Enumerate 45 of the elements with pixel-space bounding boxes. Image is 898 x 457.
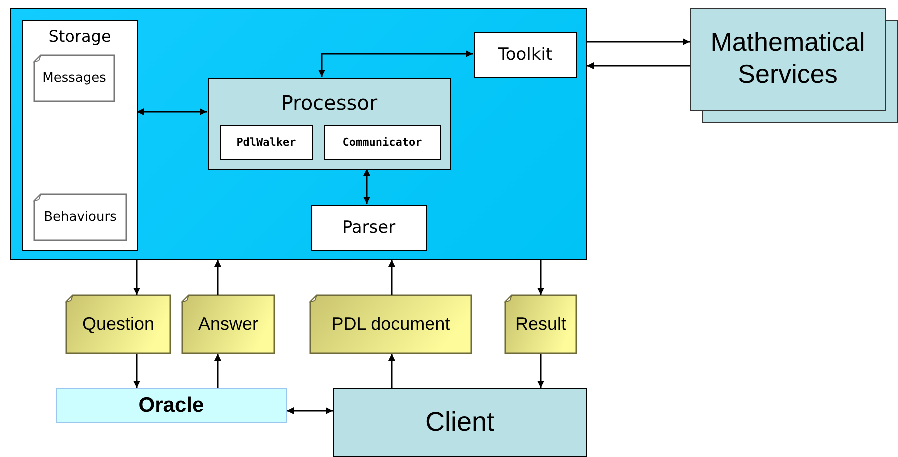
node-label: Client [425, 407, 495, 438]
node-label: Mathematical Services [710, 27, 866, 90]
service-box [690, 8, 898, 123]
arrow [364, 169, 370, 204]
node-label: Toolkit [498, 45, 553, 65]
document-note [182, 295, 275, 354]
arrow [134, 354, 140, 388]
storage-box [22, 20, 138, 251]
node-label: PdlWalker [236, 136, 296, 149]
arrow [287, 408, 333, 414]
node-label: Result [515, 314, 567, 335]
arrow [388, 354, 396, 388]
component-box [474, 32, 577, 78]
document-note [310, 295, 472, 354]
class-box [324, 125, 441, 160]
node-label: Answer [198, 314, 259, 335]
node-label: Communicator [342, 136, 422, 149]
document-note [505, 295, 577, 354]
processor-box [208, 78, 451, 170]
node-label: Question [82, 314, 155, 335]
document-box [34, 194, 127, 241]
document-note [66, 295, 171, 354]
node-label: Behaviours [44, 210, 117, 225]
arrow [214, 260, 222, 295]
client-box [333, 388, 587, 457]
node-label: Storage [48, 27, 112, 46]
arrow [318, 50, 473, 77]
node-label: Processor [281, 91, 378, 115]
arrow [137, 108, 207, 116]
arrow [587, 62, 690, 70]
arrow [214, 354, 222, 388]
arrow [538, 354, 544, 388]
node-label: Oracle [138, 394, 204, 418]
document-box [34, 55, 115, 102]
arrow [587, 38, 690, 46]
arrow [134, 260, 140, 295]
node-label: PDL document [332, 314, 450, 335]
node-label: Parser [342, 218, 396, 238]
oracle-box [56, 388, 287, 423]
node-label: Messages [42, 71, 106, 86]
class-box [220, 125, 313, 160]
system-panel [10, 8, 587, 260]
arrow [538, 260, 544, 295]
arrow [388, 260, 396, 295]
component-box [311, 205, 427, 251]
